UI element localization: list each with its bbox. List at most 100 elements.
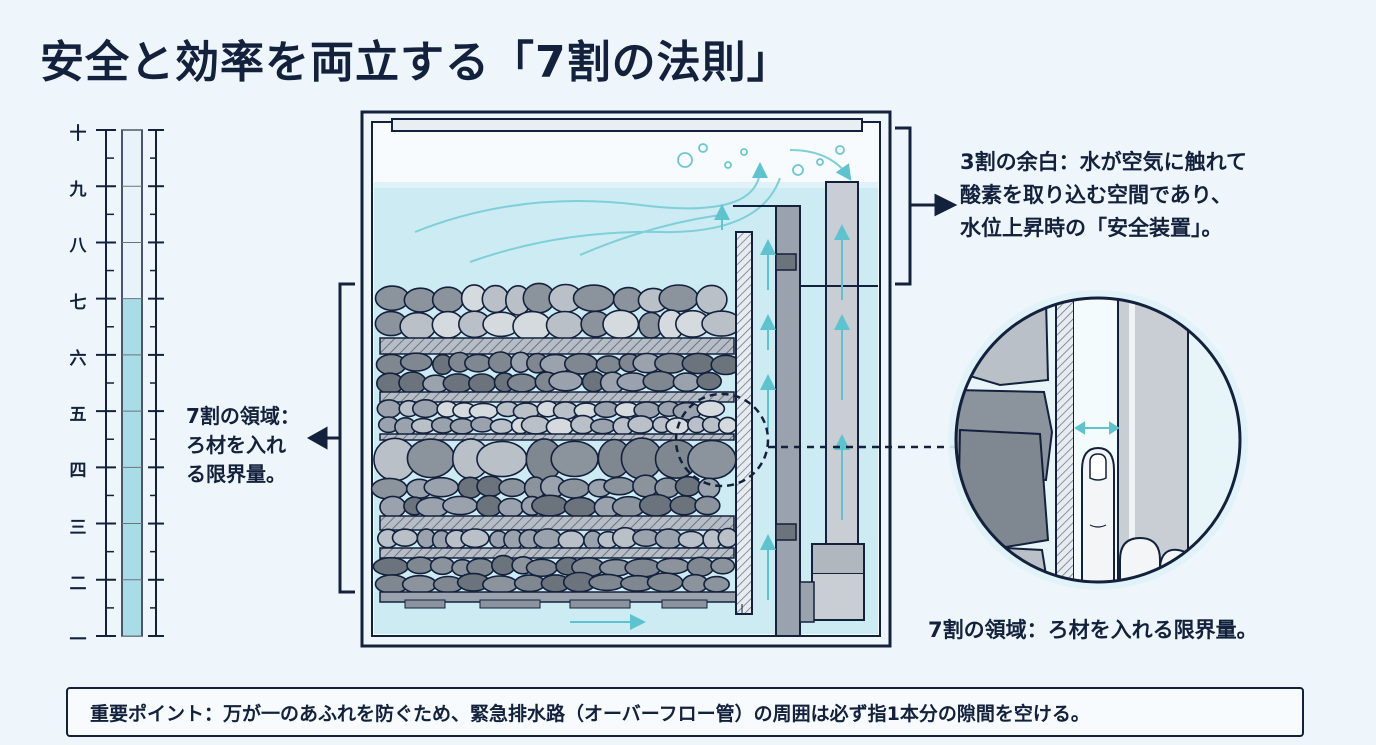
media-rock xyxy=(545,310,584,340)
media-rock xyxy=(642,370,677,392)
media-rock xyxy=(482,575,519,594)
ruler-label: 二 xyxy=(69,573,87,594)
media-rock xyxy=(489,418,514,435)
media-rock xyxy=(548,370,583,392)
media-rock xyxy=(696,371,723,391)
media-rock xyxy=(602,309,640,340)
media-rock xyxy=(429,556,456,576)
media-rock xyxy=(557,530,585,551)
media-rock xyxy=(406,438,456,479)
media-rock xyxy=(658,284,699,313)
ruler-label: 四 xyxy=(69,461,87,482)
media-rock xyxy=(525,558,558,578)
headspace-line-1: 3割の余白：水が空気に触れて xyxy=(960,150,1247,174)
media-rock xyxy=(655,557,690,575)
media-mesh-band xyxy=(379,433,735,441)
media-rock xyxy=(677,530,705,549)
media-line-2: ろ材を入れ xyxy=(186,433,286,457)
measure-arrow-icon xyxy=(1074,421,1120,435)
media-rock xyxy=(654,528,683,550)
media-rock xyxy=(687,439,737,480)
ruler-scale xyxy=(96,129,164,637)
ruler-label: 六 xyxy=(69,348,87,369)
media-rock xyxy=(697,477,721,499)
media-rock xyxy=(476,440,528,478)
media-mesh-band xyxy=(379,391,735,403)
media-rock xyxy=(557,478,591,499)
media-rock xyxy=(589,418,616,435)
media-rock xyxy=(696,399,726,418)
media-rock xyxy=(391,528,419,548)
media-mesh-band xyxy=(379,547,735,559)
media-mesh-band xyxy=(379,515,735,531)
media-rock xyxy=(481,284,510,314)
left-bracket xyxy=(306,282,355,594)
bottom-plate xyxy=(379,591,751,630)
headspace-line-3: 水位上昇時の「安全装置」。 xyxy=(960,216,1223,240)
media-rock xyxy=(442,495,479,516)
media-rock xyxy=(442,373,473,394)
page-title: 安全と効率を両立する「7割の法則」 xyxy=(40,37,792,88)
media-line-3: る限界量。 xyxy=(186,462,286,486)
ruler-label: 一 xyxy=(69,630,87,650)
media-rock xyxy=(710,557,736,575)
ruler-label: 九 xyxy=(69,180,87,201)
media-callout: 7割の領域： ろ材を入れ る限界量。 xyxy=(186,402,316,489)
surface-flow xyxy=(414,149,852,263)
media-rock xyxy=(498,478,527,498)
media-rock xyxy=(399,352,433,372)
overflow-channel xyxy=(714,181,878,637)
media-rock xyxy=(531,494,569,517)
media-rock xyxy=(595,355,622,375)
ruler-label: 五 xyxy=(69,405,87,426)
detail-highlight xyxy=(674,392,770,488)
media-rock xyxy=(406,556,435,575)
media-rock xyxy=(379,495,407,519)
media-rock xyxy=(401,574,438,594)
zoom-caption: 7割の領域：ろ材を入れる限界量。 xyxy=(928,618,1258,642)
media-rock xyxy=(423,476,460,498)
bubble-icon xyxy=(677,143,845,176)
media-rock xyxy=(550,440,599,478)
ruler-label: 七 xyxy=(69,292,87,313)
media-rock xyxy=(460,528,490,549)
media-rock xyxy=(411,399,440,419)
media-rock xyxy=(672,372,701,393)
ruler-label: 十 xyxy=(69,124,87,144)
media-rock xyxy=(468,373,497,395)
media-rock xyxy=(372,556,409,577)
media-rock xyxy=(703,575,731,593)
ruler-label: 八 xyxy=(69,236,87,257)
media-rock xyxy=(686,556,715,577)
headspace-line-2: 酸素を取り込む空間であり、 xyxy=(960,183,1232,207)
media-rock xyxy=(563,496,597,519)
media-rock xyxy=(497,497,525,518)
filter-media xyxy=(370,282,742,595)
media-rock xyxy=(506,373,538,393)
media-rock xyxy=(376,399,402,419)
media-rock xyxy=(638,493,674,517)
top-bracket xyxy=(895,126,958,286)
headspace-callout: 3割の余白：水が空気に触れて 酸素を取り込む空間であり、 水位上昇時の「安全装置… xyxy=(960,146,1360,245)
level-ruler: 十九八七六五四三二一 xyxy=(60,118,170,658)
media-mesh-band xyxy=(379,337,735,355)
media-rock xyxy=(520,415,551,435)
media-rock xyxy=(399,311,437,341)
media-rock xyxy=(431,286,465,314)
media-line-1: 7割の領域： xyxy=(186,404,300,428)
zoom-detail xyxy=(948,290,1248,590)
media-rock xyxy=(669,495,699,516)
media-rock xyxy=(513,574,546,593)
media-rock xyxy=(603,476,636,496)
media-rock xyxy=(512,310,553,342)
media-rock xyxy=(627,415,654,434)
media-rock xyxy=(533,528,563,550)
media-rock xyxy=(449,417,475,435)
media-rock xyxy=(694,495,721,516)
important-note: 重要ポイント：万が一のあふれを防ぐため、緊急排水路（オーバーフロー管）の周囲は必… xyxy=(66,687,1304,737)
media-rock xyxy=(588,573,626,592)
media-rock xyxy=(398,371,428,395)
media-rock xyxy=(717,527,739,549)
important-note-text: 重要ポイント：万が一のあふれを防ぐため、緊急排水路（オーバーフロー管）の周囲は必… xyxy=(90,702,1090,725)
